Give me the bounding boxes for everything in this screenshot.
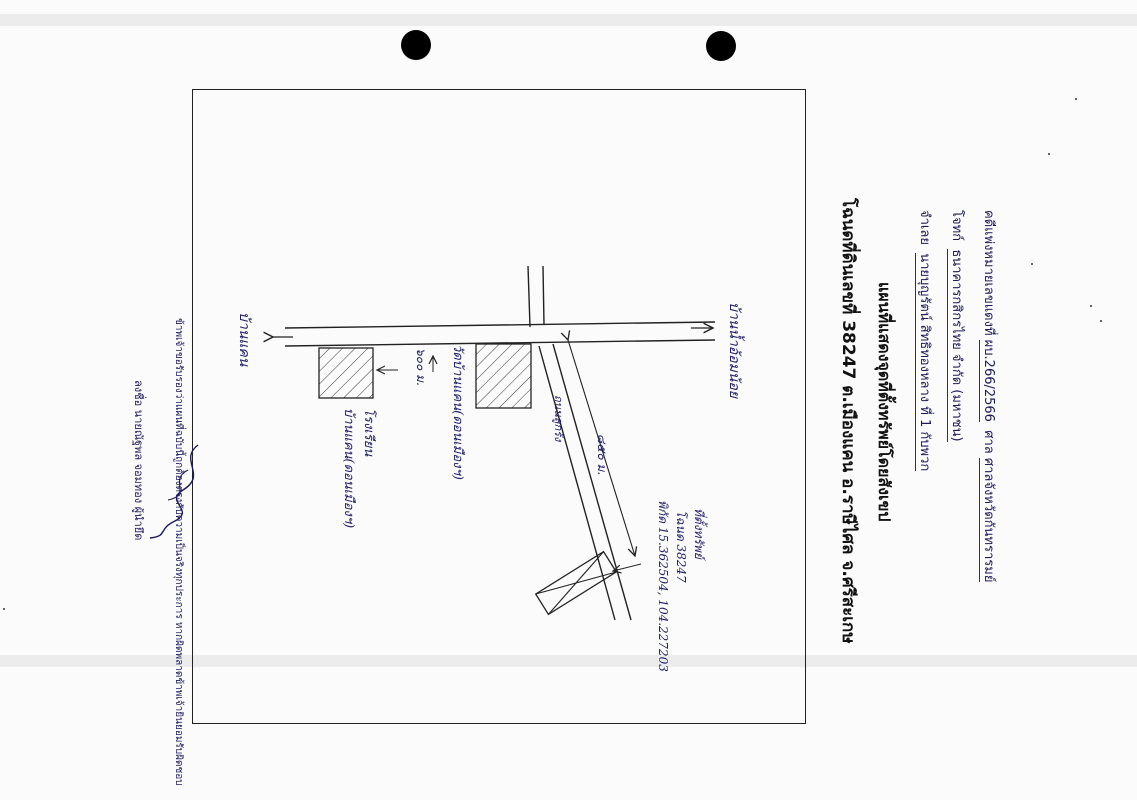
deed-label: โฉนด 38247 <box>674 510 688 583</box>
certification-text: ข้าพเจ้าขอรับรองว่าแผนที่ฉบับนี้ถูกต้องต… <box>173 318 184 786</box>
scan-band-bottom <box>0 655 1137 667</box>
south-village-label: บ้านแคน <box>236 312 252 367</box>
punch-hole-left <box>401 30 431 60</box>
case-number-line: คดีแพ่งหมายเลขแดงที่ ผบ.266/2566 ศาล ศาล… <box>979 210 996 583</box>
distance-label: ๘๕๐ ม. <box>595 434 609 476</box>
deed-title: โฉนดที่ดินเลขที่ 38247 ต.เมืองแคน อ.ราษี… <box>838 198 858 644</box>
court-name: ศาลจังหวัดกันทรารมย์ <box>979 457 996 583</box>
branch-road-edge-left <box>527 265 531 328</box>
school-name: บ้านแคน(ดอนเมืองฯ) <box>341 408 356 529</box>
scan-speck <box>1031 263 1033 265</box>
scan-speck <box>1090 305 1092 307</box>
signature-scribble <box>149 444 199 539</box>
punch-hole-right <box>706 31 736 61</box>
defendant-label: จำเลย <box>917 210 932 245</box>
temple-distance: ๖๐๐ ม. <box>414 348 428 386</box>
defendant-line: จำเลย นายบุญรัตน์ สิทธิทองหลาง ที่ 1 กับ… <box>915 210 936 472</box>
scan-speck <box>1100 320 1102 322</box>
map-frame: บ้านน้ำอ้อมน้อย บ้านแคน วัดบ้านแคน(ดอนเม… <box>192 89 806 724</box>
property-parcel <box>534 550 618 616</box>
scan-speck <box>3 608 5 610</box>
property-pointer <box>613 563 642 571</box>
plaintiff-label: โจทก์ <box>949 210 964 242</box>
case-label: คดีแพ่งหมายเลขแดงที่ <box>981 210 996 336</box>
scan-speck <box>1075 98 1077 100</box>
defendant-name: นายบุญรัตน์ สิทธิทองหลาง ที่ 1 กับพวก <box>915 253 932 472</box>
school-block <box>318 347 374 399</box>
temple-block <box>475 343 532 409</box>
branch-road-edge-right <box>542 265 545 326</box>
coordinates-label: พิกัด 15.362504, 104.227203 <box>656 500 670 672</box>
north-village-label: บ้านน้ำอ้อมน้อย <box>726 302 742 398</box>
case-number: ผบ.266/2566 <box>979 339 996 422</box>
scan-band-top <box>0 14 1137 26</box>
main-road-edge-top <box>284 321 716 329</box>
plaintiff-line: โจทก์ ธนาคารกสิกรไทย จำกัด (มหาชน) <box>947 210 968 442</box>
distance-arrow <box>568 340 635 556</box>
main-road-edge-bottom <box>284 339 716 347</box>
scan-speck <box>1048 153 1050 155</box>
plaintiff-name: ธนาคารกสิกรไทย จำกัด (มหาชน) <box>947 249 964 442</box>
temple-label: วัดบ้านแคน(ดอนเมืองฯ) <box>450 344 465 480</box>
school-label: โรงเรียน <box>361 408 376 457</box>
map-title: แผนที่แสดงจุดที่ตั้งทรัพย์โดยสังเขป <box>875 282 894 522</box>
map-drawing <box>193 265 716 621</box>
property-label: ที่ตั้งทรัพย์ <box>692 508 706 559</box>
laterite-road-edge-left <box>538 345 616 621</box>
road-label: ถนนลูกรัง <box>552 395 565 442</box>
